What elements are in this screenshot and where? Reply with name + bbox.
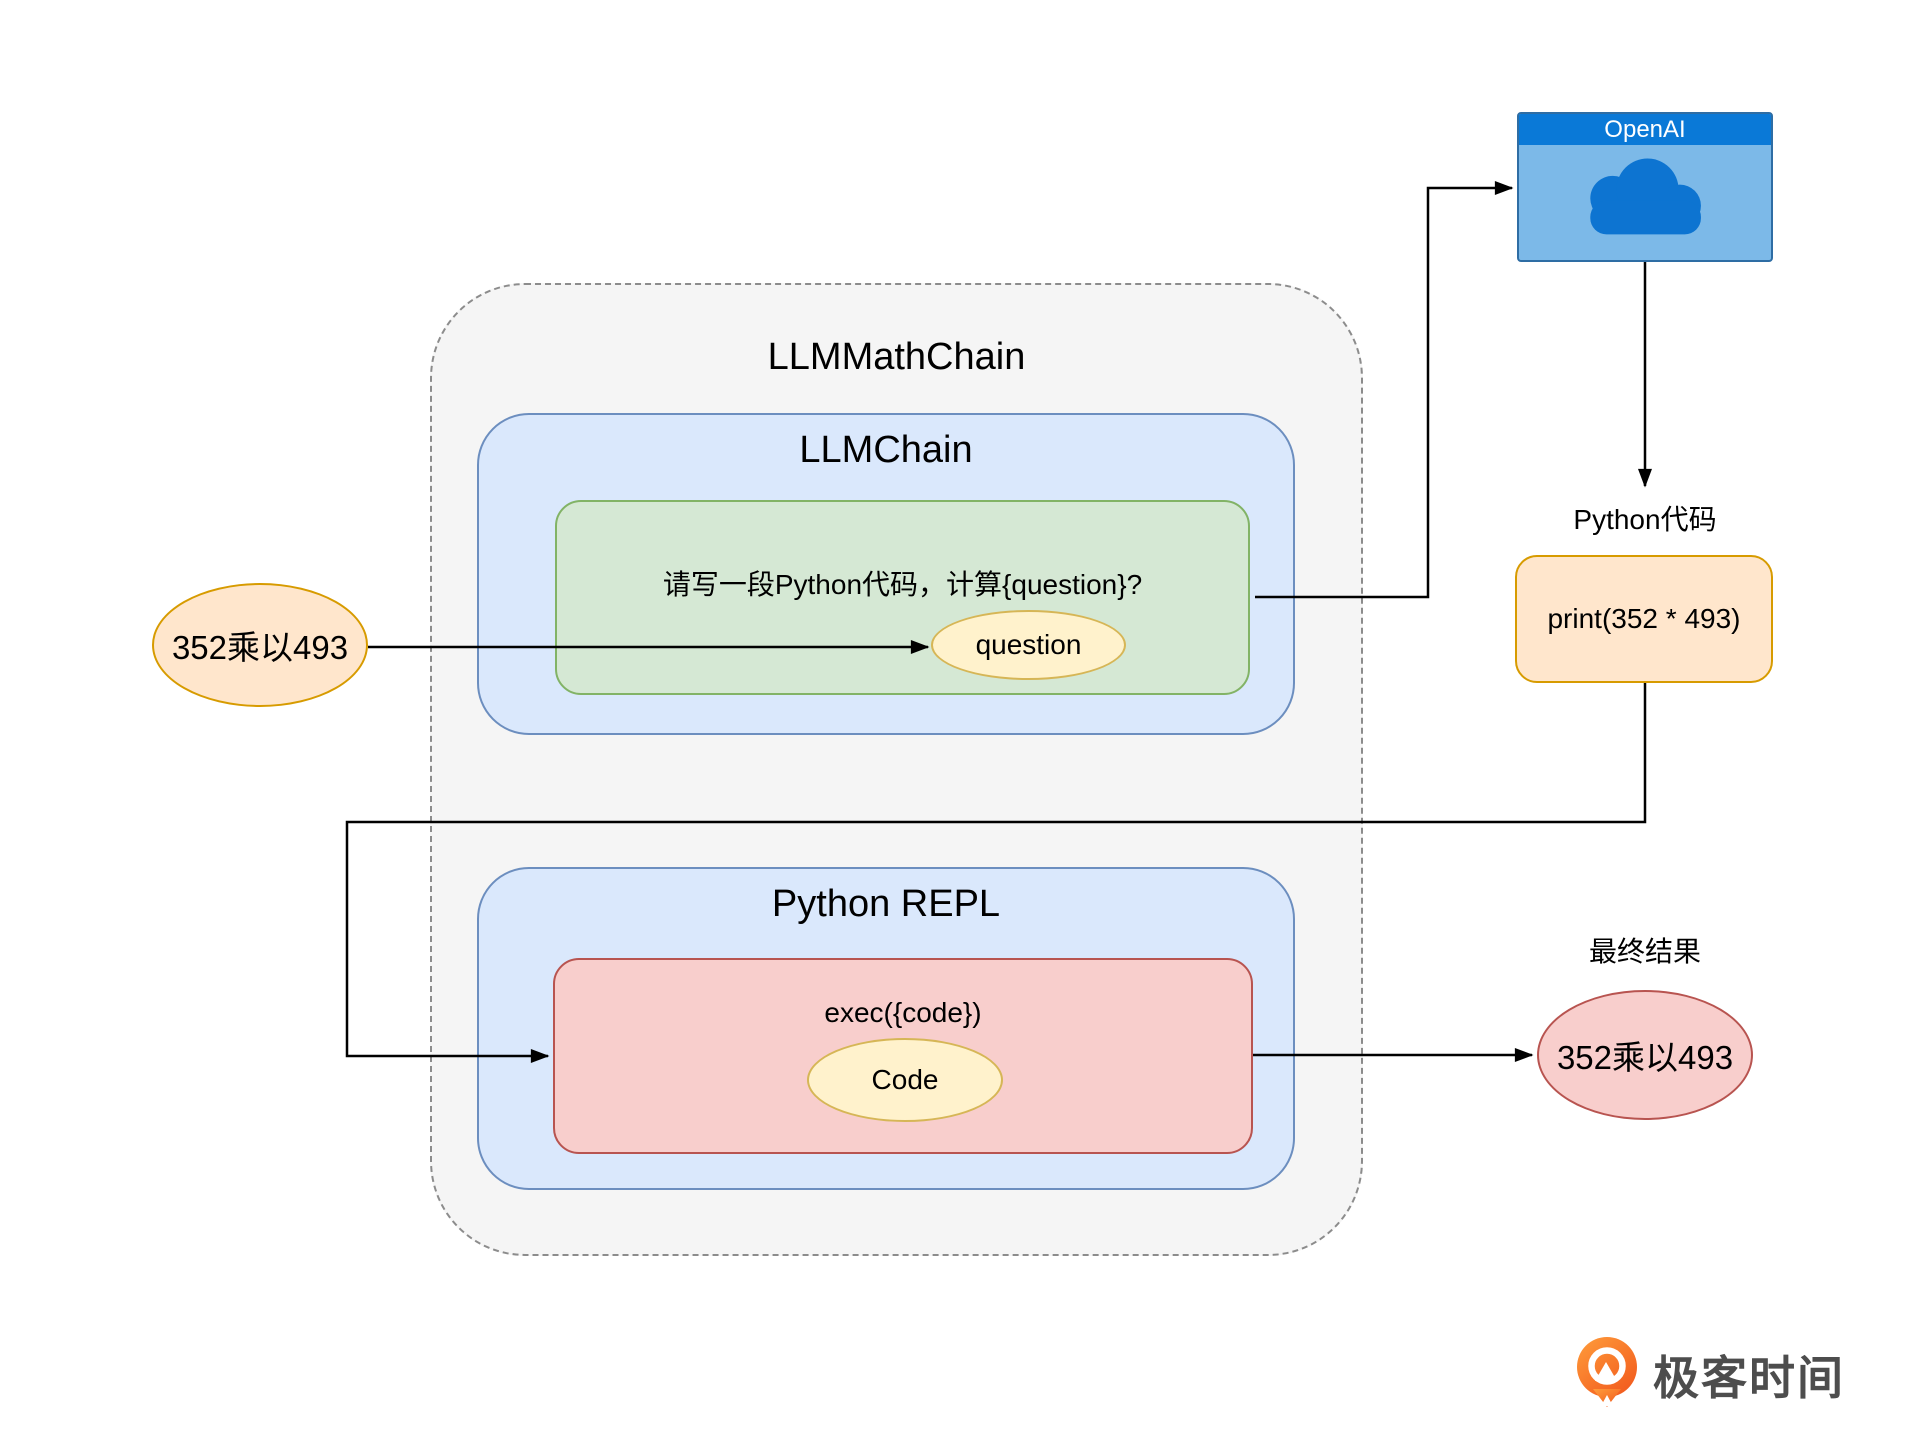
python-code-box: print(352 * 493)	[1515, 555, 1773, 683]
python-code-label: Python代码	[1573, 504, 1717, 535]
code-variable-node: Code	[807, 1038, 1003, 1122]
final-result-value: 352乘以493	[1556, 1039, 1734, 1076]
final-result-label: 最终结果	[1588, 936, 1701, 967]
openai-node: OpenAI	[1517, 112, 1773, 262]
prompt-template-box	[555, 500, 1250, 695]
llmmathchain-title: LLMMathChain	[767, 336, 1026, 378]
cloud-icon	[1570, 156, 1720, 253]
question-variable-node: question	[931, 610, 1126, 680]
openai-body	[1519, 145, 1771, 260]
openai-title: OpenAI	[1519, 114, 1771, 145]
geektime-logo-text: 极客时间	[1653, 1351, 1845, 1404]
geektime-logo-icon	[1575, 1336, 1639, 1413]
python-repl-title: Python REPL	[771, 883, 1001, 925]
code-variable-label: Code	[871, 1064, 939, 1095]
exec-text: exec({code})	[824, 997, 982, 1028]
prompt-template-text: 请写一段Python代码，计算{question}?	[662, 569, 1143, 600]
final-result-node: 352乘以493	[1537, 990, 1753, 1120]
input-question-label: 352乘以493	[171, 629, 349, 666]
geektime-branding: 极客时间	[1575, 1336, 1845, 1413]
python-code-text: print(352 * 493)	[1547, 603, 1741, 634]
input-question-node: 352乘以493	[152, 583, 368, 707]
llmchain-title: LLMChain	[799, 429, 973, 471]
question-variable-label: question	[975, 629, 1082, 660]
